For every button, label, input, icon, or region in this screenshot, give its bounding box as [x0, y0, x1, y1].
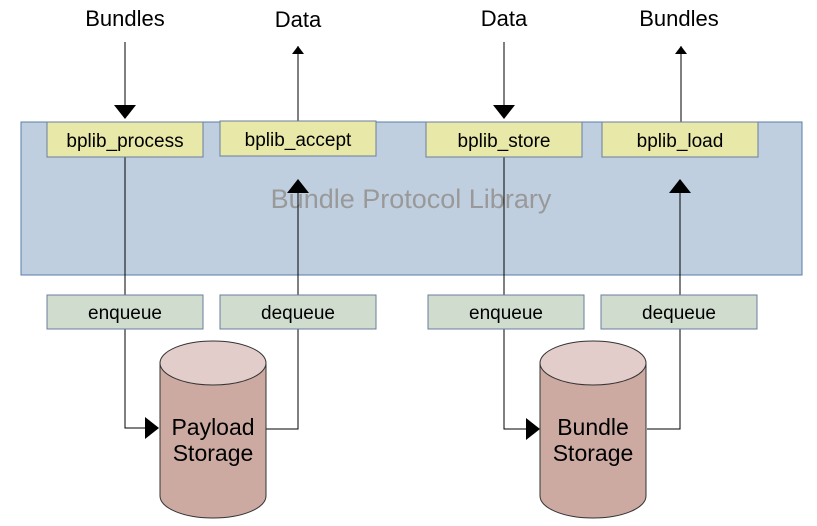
- payload-storage-cylinder: Payload Storage: [159, 340, 267, 519]
- queue-bundle-enqueue-label: enqueue: [469, 303, 543, 324]
- queue-bundle-enqueue: enqueue: [427, 294, 585, 330]
- bundle-storage-to-load-arrow: [647, 179, 691, 430]
- queue-payload-enqueue-label: enqueue: [88, 303, 162, 324]
- bundles-in-label: Bundles: [85, 6, 165, 31]
- queue-payload-dequeue: dequeue: [219, 294, 377, 330]
- payload-storage-to-accept-arrow: [266, 179, 309, 430]
- queue-payload-dequeue-label: dequeue: [261, 303, 335, 324]
- fn-bplib-load: bplib_load: [601, 121, 759, 158]
- bundle-storage-cylinder: Bundle Storage: [539, 340, 647, 519]
- fn-bplib-store: bplib_store: [425, 121, 583, 158]
- payload-storage-label-line2: Storage: [173, 440, 254, 466]
- bundles-out-label: Bundles: [639, 6, 719, 31]
- fn-bplib-store-label: bplib_store: [458, 131, 551, 152]
- fn-bplib-process: bplib_process: [46, 121, 204, 158]
- queue-bundle-dequeue: dequeue: [600, 294, 758, 330]
- data-out-label: Data: [275, 7, 322, 32]
- library-label: Bundle Protocol Library: [271, 184, 552, 214]
- data-in-label: Data: [481, 6, 528, 31]
- bundle-storage-label-line1: Bundle: [557, 414, 629, 440]
- store-to-bundle-storage-arrow: [503, 157, 540, 440]
- fn-bplib-process-label: bplib_process: [66, 131, 183, 152]
- process-to-payload-storage-arrow: [124, 157, 159, 439]
- fn-bplib-accept-label: bplib_accept: [245, 130, 352, 151]
- fn-bplib-load-label: bplib_load: [637, 131, 724, 152]
- fn-bplib-accept: bplib_accept: [219, 120, 377, 157]
- queue-bundle-dequeue-label: dequeue: [642, 303, 716, 324]
- payload-storage-label-line1: Payload: [171, 414, 254, 440]
- queue-payload-enqueue: enqueue: [46, 294, 204, 330]
- bundle-storage-label-line2: Storage: [553, 440, 634, 466]
